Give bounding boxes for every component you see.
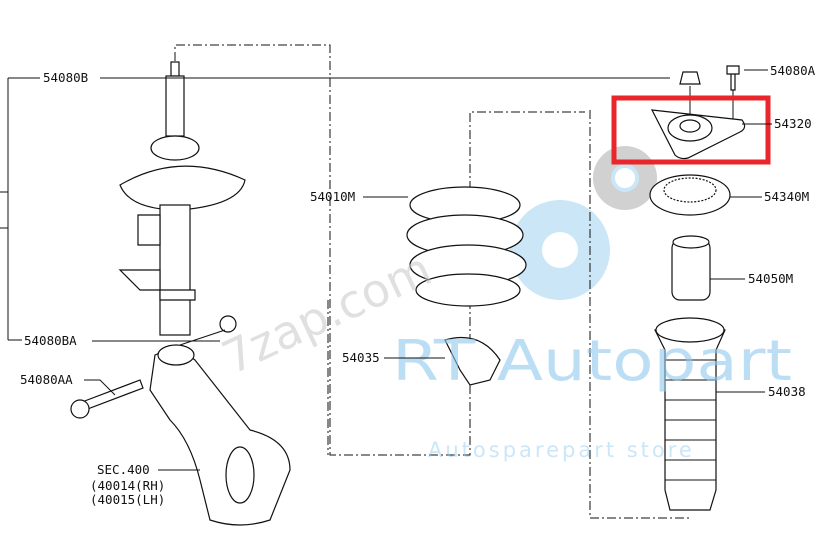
bolt-54080A	[726, 65, 740, 91]
label-54050M[interactable]: 54050M	[748, 271, 793, 286]
label-54080B[interactable]: 54080B	[43, 70, 88, 85]
label-54080BA[interactable]: 54080BA	[24, 333, 77, 348]
nut	[679, 71, 701, 85]
strut-assembly	[118, 61, 246, 336]
bump-stop	[671, 235, 711, 301]
highlight-box	[611, 95, 771, 165]
gear-icon	[510, 146, 657, 300]
label-54080AA[interactable]: 54080AA	[20, 372, 73, 387]
bearing	[649, 174, 731, 216]
label-54340M[interactable]: 54340M	[764, 189, 809, 204]
knuckle	[70, 315, 291, 526]
strut-group-frame	[174, 44, 585, 456]
label-sec400[interactable]: SEC.400	[97, 462, 150, 477]
watermark-tagline: Autosparepart store	[428, 438, 695, 462]
coil-spring	[406, 186, 527, 307]
strut-mount-plate	[650, 109, 746, 160]
mount-group-frame	[589, 110, 690, 519]
label-54035[interactable]: 54035	[342, 350, 380, 365]
label-54080A[interactable]: 54080A	[770, 63, 816, 78]
label-54320[interactable]: 54320	[774, 116, 812, 131]
spring-seat	[444, 336, 501, 386]
label-40014rh[interactable]: (40014(RH)	[90, 478, 165, 493]
label-54038[interactable]: 54038	[768, 384, 806, 399]
label-40015lh[interactable]: (40015(LH)	[90, 492, 165, 507]
label-54010M[interactable]: 54010M	[310, 189, 355, 204]
watermark-brand: RT Autopart	[392, 329, 792, 394]
dust-boot	[654, 317, 726, 511]
